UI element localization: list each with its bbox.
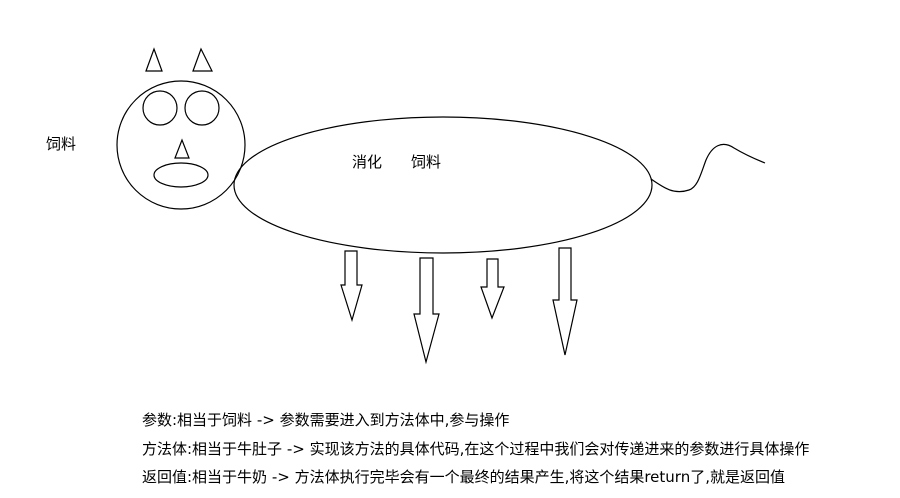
left-ear <box>145 47 163 72</box>
digest-label: 消化 <box>352 153 383 171</box>
caption-parameter: 参数:相当于饲料 -> 参数需要进入到方法体中,参与操作 <box>142 411 510 429</box>
stomach-feed-label: 饲料 <box>411 153 442 171</box>
cow-head <box>116 80 246 210</box>
feed-label: 饲料 <box>46 135 77 153</box>
right-ear <box>192 47 213 72</box>
right-eye <box>184 90 220 126</box>
caption-method-body: 方法体:相当于牛肚子 -> 实现该方法的具体代码,在这个过程中我们会对传递进来的… <box>142 440 810 458</box>
left-eye <box>142 90 178 126</box>
nose <box>174 138 190 159</box>
cow-tail <box>650 143 766 193</box>
leg-arrow-2 <box>413 257 440 365</box>
mouth <box>153 162 209 188</box>
leg-arrow-3 <box>480 258 505 320</box>
leg-arrow-1 <box>340 250 363 323</box>
cow-body <box>233 116 653 254</box>
leg-arrow-4 <box>552 247 578 356</box>
caption-return-value: 返回值:相当于牛奶 -> 方法体执行完毕会有一个最终的结果产生,将这个结果ret… <box>142 468 785 486</box>
